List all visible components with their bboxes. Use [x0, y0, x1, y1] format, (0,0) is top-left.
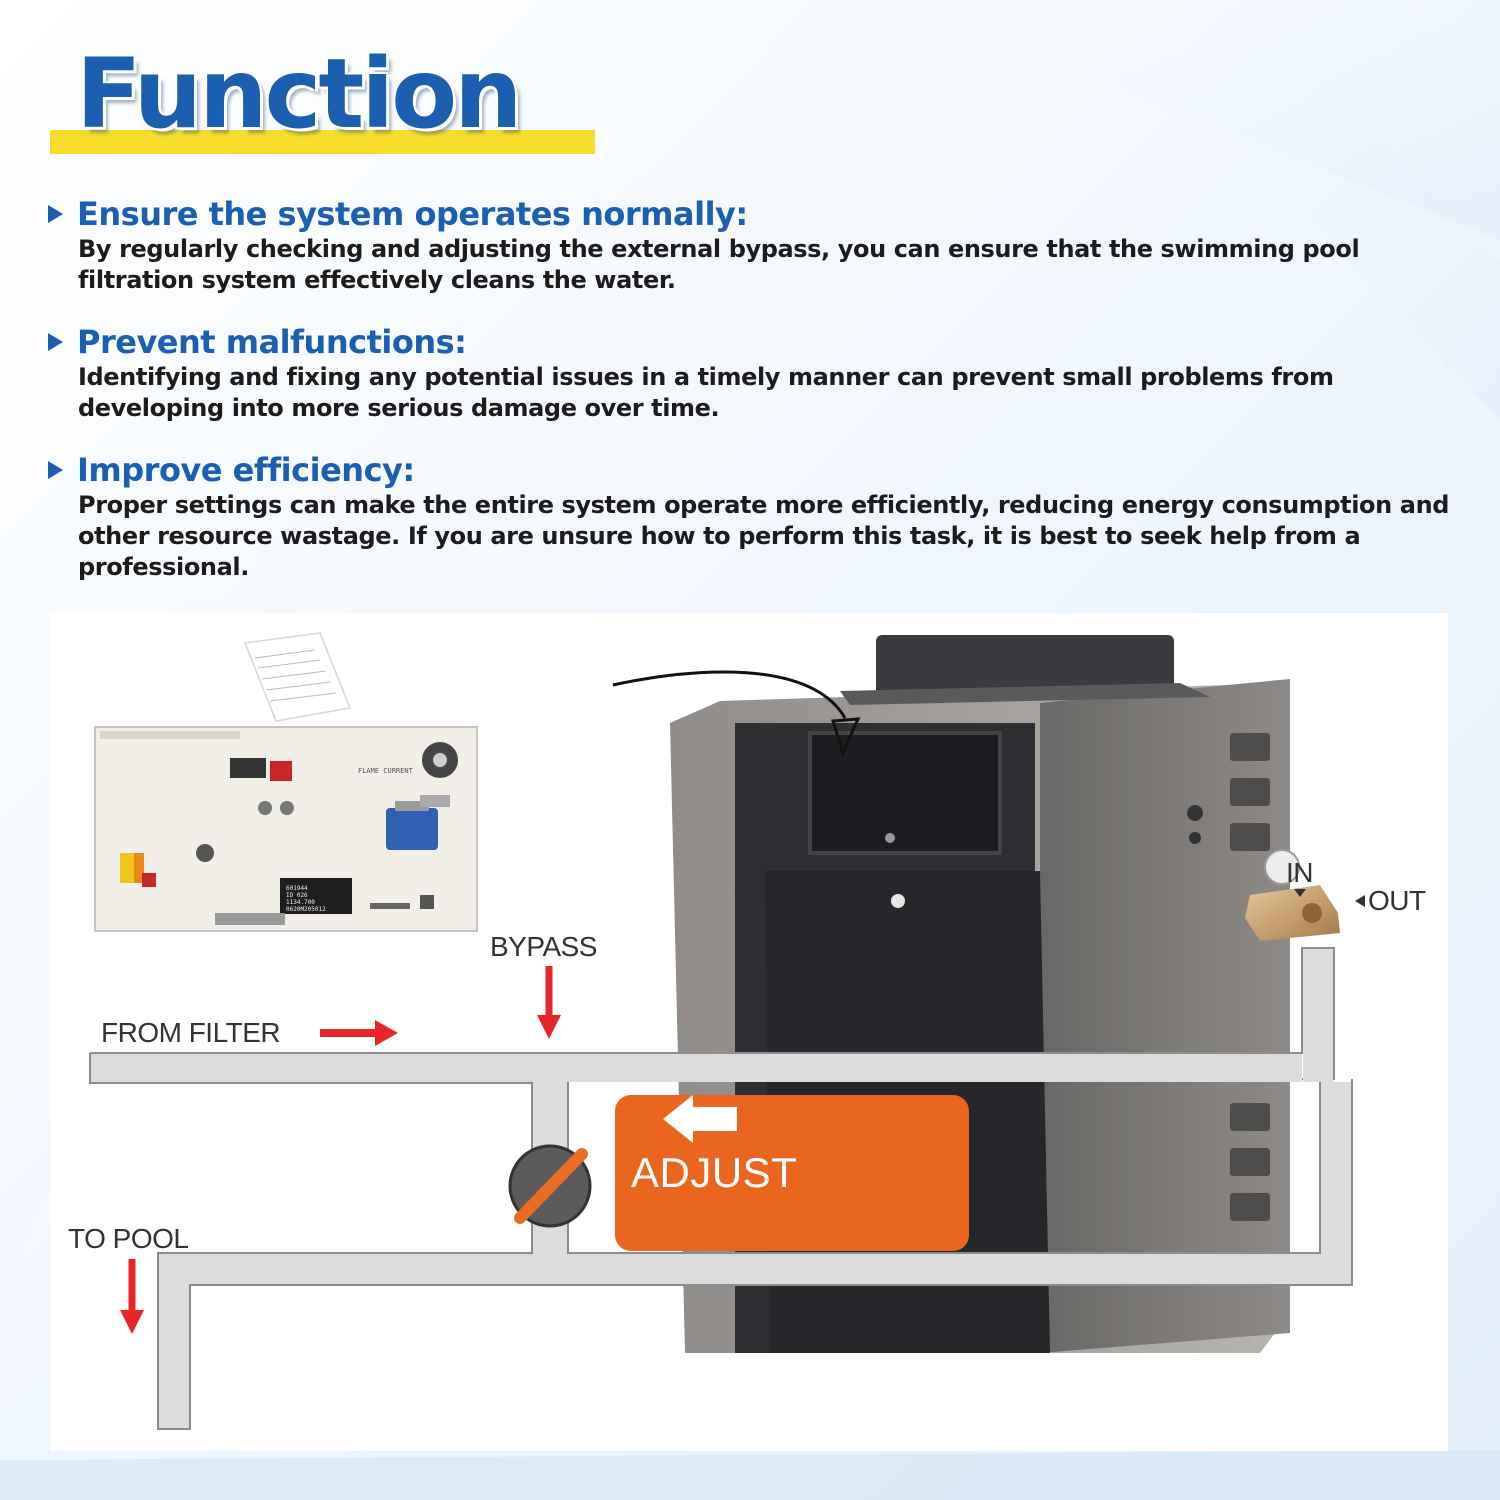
bypass-diagram: FLAME CURRENT 601944 ID 026 1134.700 062… [50, 613, 1448, 1451]
page-title: Function [76, 38, 522, 150]
valve-icon [508, 1144, 592, 1228]
title-underline [50, 130, 595, 154]
out-pointer-icon [1355, 895, 1365, 907]
control-board-image: FLAME CURRENT 601944 ID 026 1134.700 062… [94, 632, 478, 932]
section-header: Improve efficiency: [48, 450, 1458, 490]
section-header: Prevent malfunctions: [48, 322, 1458, 362]
adjust-callout: ADJUST [615, 1095, 969, 1251]
board-chip-line-3: 1134.700 [286, 899, 315, 906]
board-sticker-text: FLAME CURRENT [358, 767, 414, 775]
section-header: Ensure the system operates normally: [48, 194, 1458, 234]
section-improve-efficiency: Improve efficiency: Proper settings can … [48, 450, 1458, 583]
section-heading: Prevent malfunctions: [77, 323, 467, 361]
section-ensure-normal: Ensure the system operates normally: By … [48, 194, 1458, 296]
triangle-bullet-icon [48, 333, 63, 351]
red-arrow-icon [537, 966, 561, 1039]
board-chip-line-2: ID 026 [286, 892, 308, 899]
in-label: IN [1286, 857, 1314, 888]
out-label: OUT [1368, 885, 1426, 916]
section-body: By regularly checking and adjusting the … [78, 235, 1360, 294]
board-chip-line-1: 601944 [286, 885, 308, 892]
to-pool-label: TO POOL [68, 1223, 189, 1254]
section-heading: Improve efficiency: [77, 451, 415, 489]
title-block: Function [50, 46, 595, 158]
section-heading: Ensure the system operates normally: [77, 195, 748, 233]
left-arrow-icon [663, 1095, 737, 1143]
from-filter-label: FROM FILTER [101, 1017, 281, 1048]
board-chip-line-4: 0620M205012 [286, 906, 326, 913]
section-body: Proper settings can make the entire syst… [78, 491, 1450, 581]
adjust-label: ADJUST [631, 1149, 798, 1196]
bypass-label: BYPASS [490, 931, 597, 962]
triangle-bullet-icon [48, 205, 63, 223]
section-prevent-malfunctions: Prevent malfunctions: Identifying and fi… [48, 322, 1458, 424]
pointer-arrow-head-icon [831, 717, 861, 758]
pipe-network [89, 947, 1353, 1430]
in-pointer-icon [1294, 889, 1306, 897]
section-body: Identifying and fixing any potential iss… [78, 363, 1334, 422]
triangle-bullet-icon [48, 461, 63, 479]
red-arrow-icon [120, 1259, 144, 1334]
pointer-arrow-icon [612, 670, 847, 719]
red-arrow-icon [320, 1020, 398, 1046]
